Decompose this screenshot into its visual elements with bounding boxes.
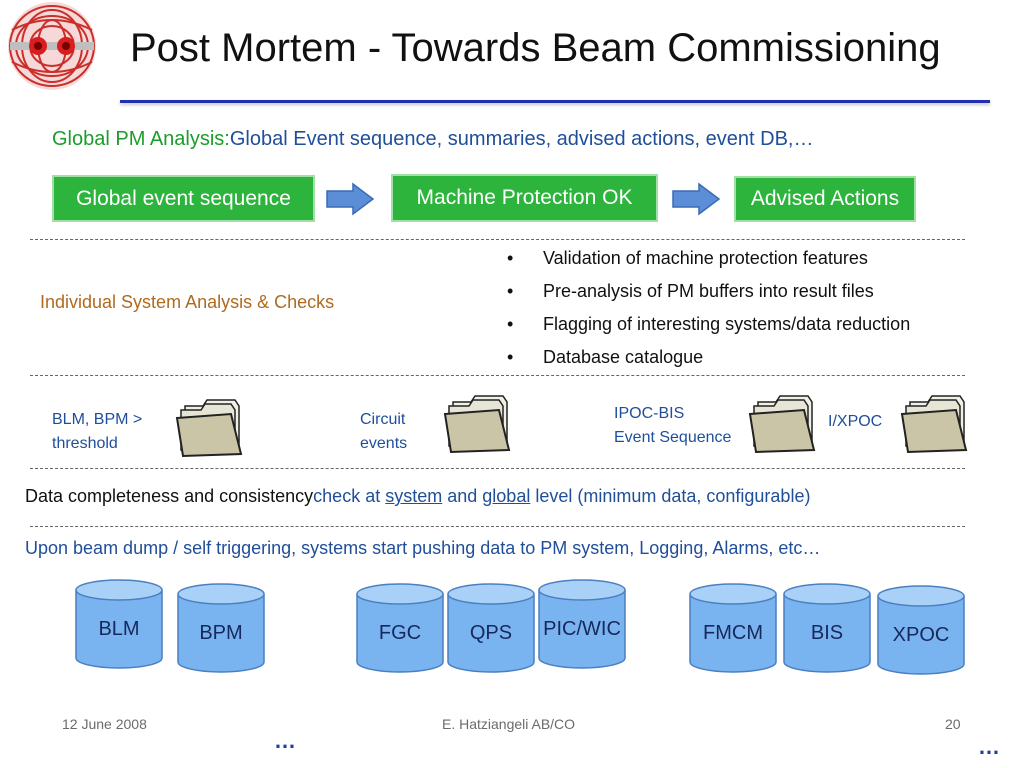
database-cylinder-blm: BLM <box>74 578 164 670</box>
folder-label-ixpoc: I/XPOC <box>828 413 883 430</box>
feature-bullet-list: Validation of machine protection feature… <box>505 242 910 374</box>
bullet-item: Pre-analysis of PM buffers into result f… <box>505 275 910 308</box>
database-label: PIC/WIC <box>543 618 621 640</box>
flow-box-label: Advised Actions <box>750 187 900 210</box>
folder-label-circuit-events: Circuit events <box>360 411 408 452</box>
right-arrow-icon <box>325 182 375 216</box>
global-pm-line: Global PM Analysis:Global Event sequence… <box>52 128 813 151</box>
continuation-dots: … <box>274 728 296 753</box>
divider <box>30 468 965 469</box>
database-cylinder-bis: BIS <box>782 582 872 674</box>
continuation-dots: … <box>978 734 1000 759</box>
data-completeness-line: Data completeness and consistencycheck a… <box>25 486 811 506</box>
bullet-item: Database catalogue <box>505 341 910 374</box>
database-label: QPS <box>469 622 513 644</box>
footer-date: 12 June 2008 <box>62 716 147 732</box>
bullet-item: Validation of machine protection feature… <box>505 242 910 275</box>
global-pm-prefix: Global PM Analysis: <box>52 128 230 150</box>
completeness-text: Data completeness and consistency <box>25 486 314 506</box>
flow-box-label: Global event sequence <box>76 186 291 210</box>
database-cylinder-bpm: BPM <box>176 582 266 674</box>
global-link: global <box>482 486 531 506</box>
database-cylinder-fmcm: FMCM <box>688 582 778 674</box>
system-link: system <box>385 486 443 506</box>
divider <box>30 526 965 527</box>
database-label: BIS <box>810 622 844 644</box>
footer-author: E. Hatziangeli AB/CO <box>442 716 576 732</box>
lhc-logo <box>4 0 100 96</box>
page-title: Post Mortem - Towards Beam Commissioning <box>130 26 941 70</box>
database-cylinder-xpoc: XPOC <box>876 584 966 676</box>
title-underline <box>120 100 990 103</box>
bullet-item: Flagging of interesting systems/data red… <box>505 308 910 341</box>
database-cylinder-pic-wic: PIC/WIC <box>537 578 627 670</box>
database-label: FGC <box>378 622 422 644</box>
folder-label-blm-bpm: BLM, BPM > threshold <box>52 411 143 452</box>
flow-box-global-event-sequence: Global event sequence <box>52 175 315 222</box>
folder-icon <box>175 396 245 458</box>
flow-box-machine-protection-ok: Machine Protection OK <box>391 174 658 222</box>
folder-label-ipoc-bis: IPOC-BIS Event Sequence <box>614 405 732 446</box>
footer-page-number: 20 <box>945 716 961 732</box>
folder-icon <box>900 392 970 454</box>
beam-dump-line: Upon beam dump / self triggering, system… <box>25 538 821 558</box>
flow-box-label: Machine Protection OK <box>416 186 633 209</box>
folder-icon <box>443 392 513 454</box>
database-label: BLM <box>98 618 140 640</box>
flow-box-advised-actions: Advised Actions <box>734 176 916 222</box>
individual-system-label: Individual System Analysis & Checks <box>40 292 335 312</box>
divider <box>30 375 965 376</box>
folder-icon <box>748 392 818 454</box>
right-arrow-icon <box>671 182 721 216</box>
database-label: BPM <box>199 622 243 644</box>
database-cylinder-fgc: FGC <box>355 582 445 674</box>
database-label: FMCM <box>703 622 763 644</box>
global-pm-text: Global Event sequence, summaries, advise… <box>229 128 814 150</box>
database-label: XPOC <box>892 624 950 646</box>
divider <box>30 239 965 240</box>
database-cylinder-qps: QPS <box>446 582 536 674</box>
